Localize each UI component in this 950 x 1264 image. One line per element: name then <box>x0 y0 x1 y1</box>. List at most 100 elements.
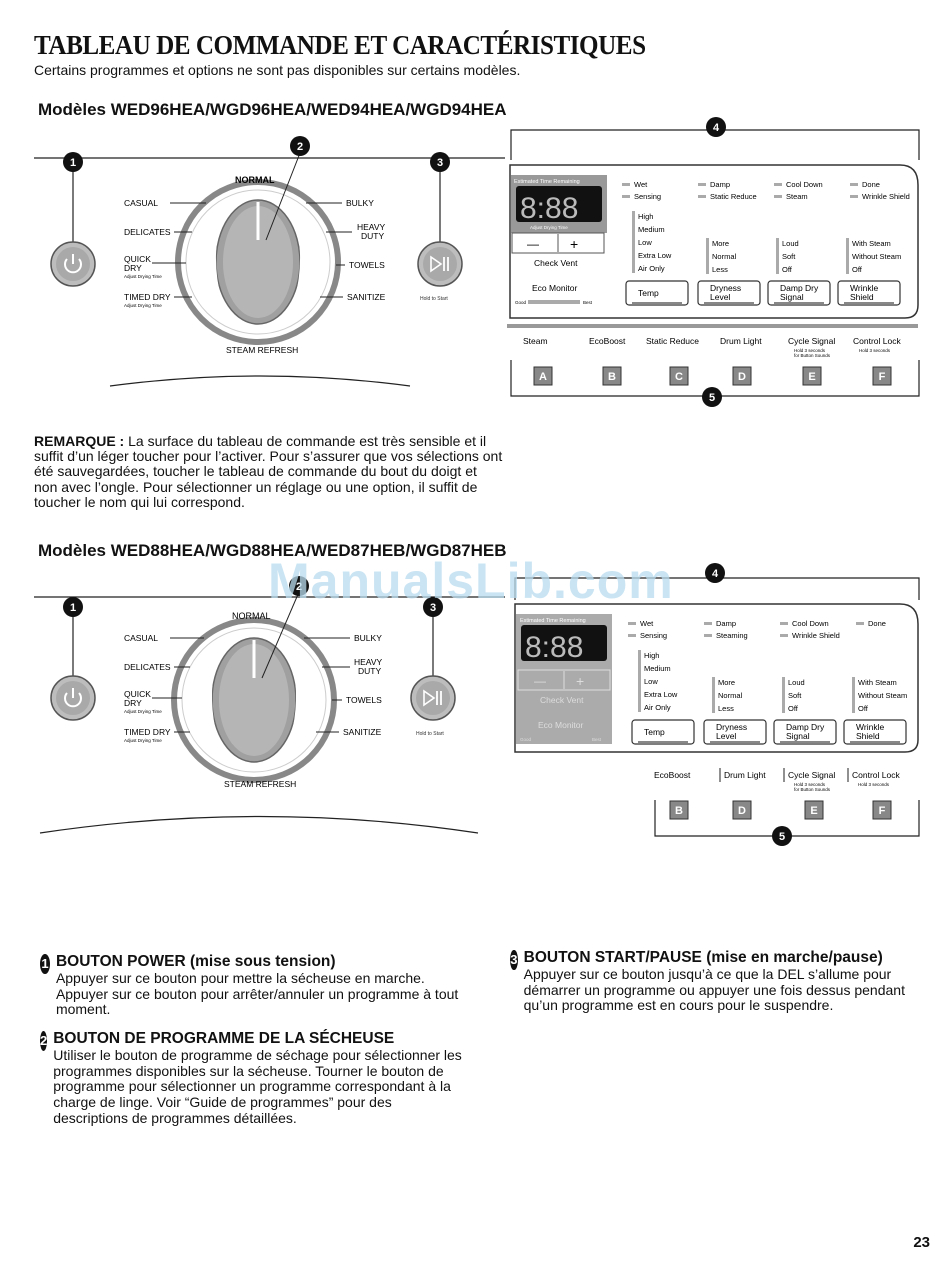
power-icon <box>64 688 82 708</box>
option-letter-e2 <box>804 800 824 820</box>
dial-quick-dry-2[interactable]: DRY <box>124 263 142 273</box>
wrinkle_levels-2: Off <box>852 265 863 274</box>
display-panel-1: Estimated Time Remaining 8:88 Adjust Dry… <box>509 164 919 319</box>
callout-3: 3 <box>430 602 436 614</box>
dial-delicates[interactable]: DELICATES <box>124 662 171 672</box>
dial-delicates[interactable]: DELICATES <box>124 227 171 237</box>
dial-timed-dry[interactable]: TIMED DRY <box>124 727 171 737</box>
eco-monitor-label: Eco Monitor <box>532 283 578 293</box>
wrinkle-button-label-2: Shield <box>856 731 880 741</box>
minus-button[interactable]: — <box>527 237 539 251</box>
dial-sanitize[interactable]: SANITIZE <box>343 727 382 737</box>
option-2[interactable]: Static Reduce <box>646 336 699 346</box>
dial-steam-refresh[interactable]: STEAM REFRESH <box>224 779 296 789</box>
dial-normal[interactable]: NORMAL <box>235 175 275 185</box>
dial-heavy-1[interactable]: HEAVY <box>354 657 383 667</box>
panel-button-2[interactable] <box>773 719 837 745</box>
section2-heading: Modèles WED88HEA/WGD88HEA/WED87HEB/WGD87… <box>38 541 507 560</box>
temp-level-3: Extra Low <box>638 251 672 260</box>
item-3-text: Appuyer sur ce bouton jusqu’à ce que la … <box>523 965 905 1014</box>
dry_levels-1: Normal <box>712 252 737 261</box>
option-letter-text-f2: F <box>879 805 886 817</box>
item-1-text: Appuyer sur ce bouton pour mettre la séc… <box>55 969 459 1018</box>
dampdry-button-label-1: Damp Dry <box>786 722 825 732</box>
remark-label: REMARQUE : <box>34 433 125 449</box>
callout-4: 4 <box>712 568 719 580</box>
play-pause-icon <box>430 255 449 273</box>
panel-button-3[interactable] <box>843 719 907 745</box>
wrinkle_levels-2: Off <box>858 704 869 713</box>
temp-level-4: Air Only <box>638 264 665 273</box>
temp-button-label: Temp <box>638 288 659 298</box>
dial-casual[interactable]: CASUAL <box>124 633 158 643</box>
wrinkle-button-label-1: Wrinkle <box>856 722 884 732</box>
item-2-text: Utiliser le bouton de programme de sécha… <box>53 1046 462 1126</box>
dial-quick-dry-1[interactable]: QUICK <box>124 689 151 699</box>
signal_levels-2: Off <box>782 265 793 274</box>
dry_levels-0: More <box>718 678 735 687</box>
plus-button[interactable]: + <box>576 673 584 689</box>
option-0[interactable]: Steam <box>523 336 548 346</box>
option-3[interactable]: Drum Light <box>724 770 766 780</box>
status-2: Cool Down <box>786 180 823 189</box>
callout-2: 2 <box>296 581 302 593</box>
dial-quick-dry-1[interactable]: QUICK <box>124 254 151 264</box>
wrinkle-button-label-1: Wrinkle <box>850 283 878 293</box>
option-5[interactable]: Control Lock <box>852 770 900 780</box>
dampdry-button-label-2: Signal <box>780 292 804 302</box>
status2-1: Steaming <box>716 631 748 640</box>
panel-button-2[interactable] <box>767 280 831 306</box>
panel-button-3[interactable] <box>837 280 901 306</box>
option-sub-5-0: Hold 3 seconds <box>859 348 891 353</box>
panel-button-0[interactable] <box>631 719 695 745</box>
option-letter-text-a1: A <box>539 371 547 383</box>
item-3-title: BOUTON START/PAUSE (mise en marche/pause… <box>523 949 883 966</box>
dial-timed-dry[interactable]: TIMED DRY <box>124 292 171 302</box>
panel-button-1[interactable] <box>697 280 761 306</box>
dial-sanitize[interactable]: SANITIZE <box>347 292 386 302</box>
signal_levels-0: Loud <box>788 678 805 687</box>
status-1: Damp <box>716 619 736 628</box>
dial-normal[interactable]: NORMAL <box>232 611 271 621</box>
temp-level-0: High <box>638 212 653 221</box>
check-vent-label: Check Vent <box>534 258 578 268</box>
option-sub-4-1: for Button Sounds <box>794 787 831 792</box>
status-1: Damp <box>710 180 730 189</box>
callout-3: 3 <box>437 157 443 169</box>
dial-heavy-2[interactable]: DUTY <box>358 666 381 676</box>
option-4[interactable]: Cycle Signal <box>788 770 835 780</box>
status2-3: Wrinkle Shield <box>862 192 910 201</box>
dial-bulky[interactable]: BULKY <box>346 198 374 208</box>
panel-button-1[interactable] <box>703 719 767 745</box>
option-5[interactable]: Control Lock <box>853 336 901 346</box>
dial-quick-dry-2[interactable]: DRY <box>124 698 142 708</box>
option-1[interactable]: EcoBoost <box>654 770 691 780</box>
dial-towels[interactable]: TOWELS <box>346 695 382 705</box>
panel-button-0[interactable] <box>625 280 689 306</box>
item-1-title: BOUTON POWER (mise sous tension) <box>55 953 336 970</box>
option-letter-text-b1: B <box>608 371 616 383</box>
option-4[interactable]: Cycle Signal <box>788 336 835 346</box>
display-panel-2: Estimated Time Remaining 8:88 — + Check … <box>514 603 919 753</box>
option-1[interactable]: EcoBoost <box>589 336 626 346</box>
temp-button-label: Temp <box>644 727 665 737</box>
option-3[interactable]: Drum Light <box>720 336 762 346</box>
dial-adjust-time-2: Adjust Drying Time <box>124 303 162 308</box>
dial-bulky[interactable]: BULKY <box>354 633 382 643</box>
dial-towels[interactable]: TOWELS <box>349 260 385 270</box>
dial-heavy-2[interactable]: DUTY <box>361 231 384 241</box>
adjust-time-label: Adjust Drying Time <box>530 225 568 230</box>
dial-casual[interactable]: CASUAL <box>124 198 158 208</box>
minus-button[interactable]: — <box>534 674 546 688</box>
item-1: 1 BOUTON POWER (mise sous tension) Appuy… <box>40 954 470 1018</box>
plus-button[interactable]: + <box>570 236 578 252</box>
wrinkle_levels-0: With Steam <box>852 239 891 248</box>
option-letter-text-e1: E <box>808 371 815 383</box>
signal_levels-1: Soft <box>782 252 796 261</box>
dial-steam-refresh[interactable]: STEAM REFRESH <box>226 345 298 355</box>
dry_levels-2: Less <box>718 704 734 713</box>
temp-level-2: Low <box>644 677 658 686</box>
dampdry-button-label-2: Signal <box>786 731 810 741</box>
dial-heavy-1[interactable]: HEAVY <box>357 222 386 232</box>
callout-5: 5 <box>709 392 715 404</box>
